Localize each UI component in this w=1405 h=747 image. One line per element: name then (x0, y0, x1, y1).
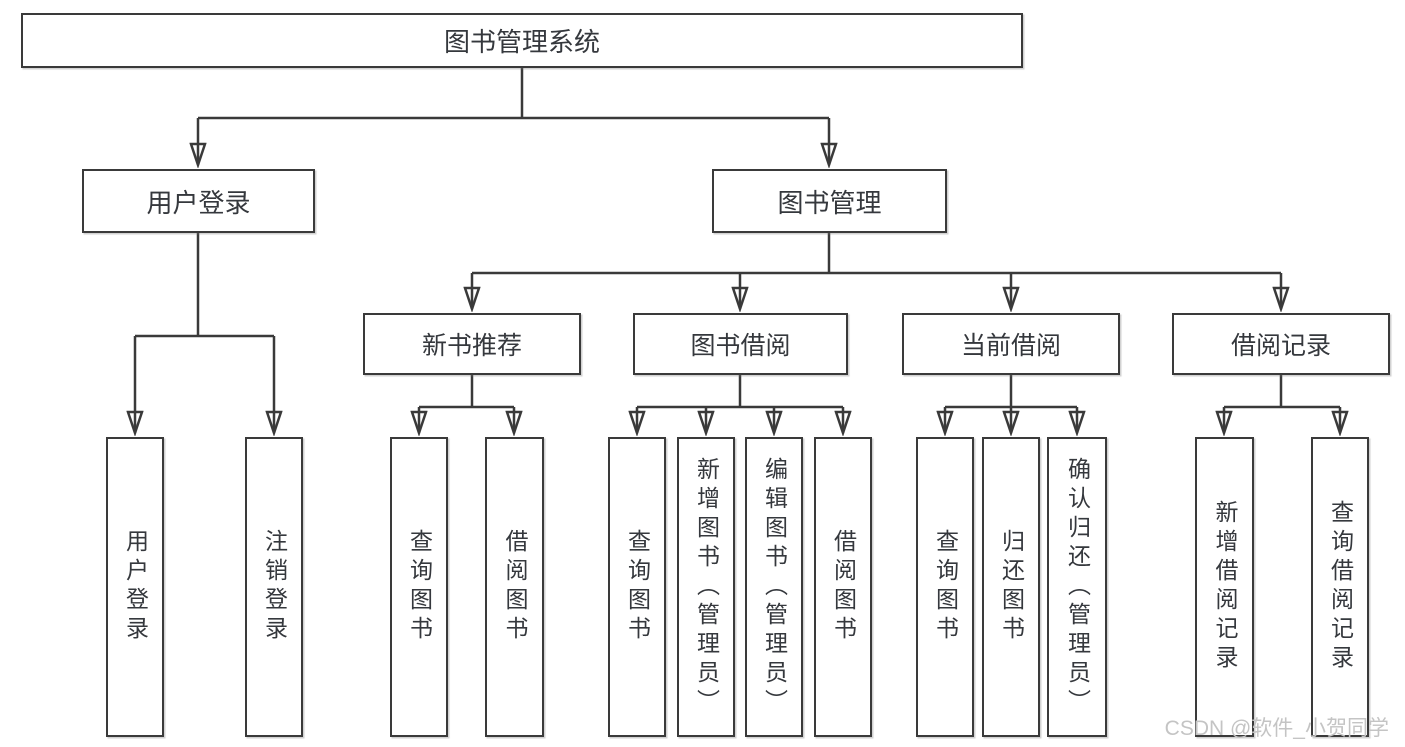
leaf-user-login: 用户登录 (106, 437, 164, 737)
node-current-borrowing: 当前借阅 (902, 313, 1120, 375)
connector-borrow-records-to-leaves (1224, 375, 1340, 433)
connector-root-to-level2 (198, 68, 829, 165)
leaf-return-books: 归还图书 (982, 437, 1040, 737)
node-label: 图书管理 (777, 187, 882, 218)
leaf-label: 查询借阅记录 (1327, 500, 1354, 674)
node-label: 用户登录 (146, 187, 251, 218)
node-new-book-recommend: 新书推荐 (363, 313, 581, 375)
leaf-logout: 注销登录 (245, 437, 303, 737)
connector-book-mgmt-to-level3 (472, 233, 1281, 309)
leaf-label: 归还图书 (998, 529, 1025, 645)
connector-book-borrow-to-leaves (637, 375, 843, 433)
leaf-add-books-admin: 新增图书（管理员） (677, 437, 735, 737)
leaf-query-books: 查询图书 (608, 437, 666, 737)
leaf-label: 新增借阅记录 (1212, 500, 1238, 674)
leaf-borrow-books: 借阅图书 (814, 437, 872, 737)
node-user-login: 用户登录 (82, 169, 315, 233)
leaf-label: 新增图书（管理员） (693, 456, 720, 718)
leaf-query-books: 查询图书 (916, 437, 974, 737)
connector-new-books-to-leaves (419, 375, 514, 433)
leaf-query-books: 查询图书 (390, 437, 448, 737)
leaf-label: 查询图书 (624, 529, 651, 645)
leaf-label: 借阅图书 (830, 529, 857, 645)
connector-current-borrow-to-leaves (945, 375, 1077, 433)
node-library-management-system: 图书管理系统 (21, 13, 1023, 68)
leaf-query-borrow-record: 查询借阅记录 (1311, 437, 1369, 737)
leaf-label: 用户登录 (122, 529, 149, 645)
leaf-label: 借阅图书 (502, 529, 528, 645)
node-label: 图书借阅 (690, 332, 791, 360)
node-book-borrowing: 图书借阅 (633, 313, 848, 375)
leaf-borrow-books: 借阅图书 (485, 437, 544, 737)
leaf-label: 确认归还（管理员） (1064, 456, 1091, 718)
node-book-management: 图书管理 (712, 169, 947, 233)
leaf-confirm-return-admin: 确认归还（管理员） (1047, 437, 1107, 737)
leaf-label: 查询图书 (932, 529, 959, 645)
node-borrowing-records: 借阅记录 (1172, 313, 1390, 375)
leaf-label: 编辑图书（管理员） (761, 456, 788, 718)
leaf-add-borrow-record: 新增借阅记录 (1195, 437, 1254, 737)
node-label: 新书推荐 (421, 332, 522, 360)
node-label: 当前借阅 (960, 332, 1061, 360)
csdn-watermark: CSDN @软件_小贺同学 (1164, 717, 1389, 740)
leaf-label: 查询图书 (406, 529, 433, 645)
leaf-label: 注销登录 (261, 529, 288, 645)
node-label: 借阅记录 (1230, 332, 1331, 360)
connector-user-login-to-leaves (135, 233, 274, 433)
leaf-edit-books-admin: 编辑图书（管理员） (745, 437, 803, 737)
node-label: 图书管理系统 (443, 27, 600, 57)
